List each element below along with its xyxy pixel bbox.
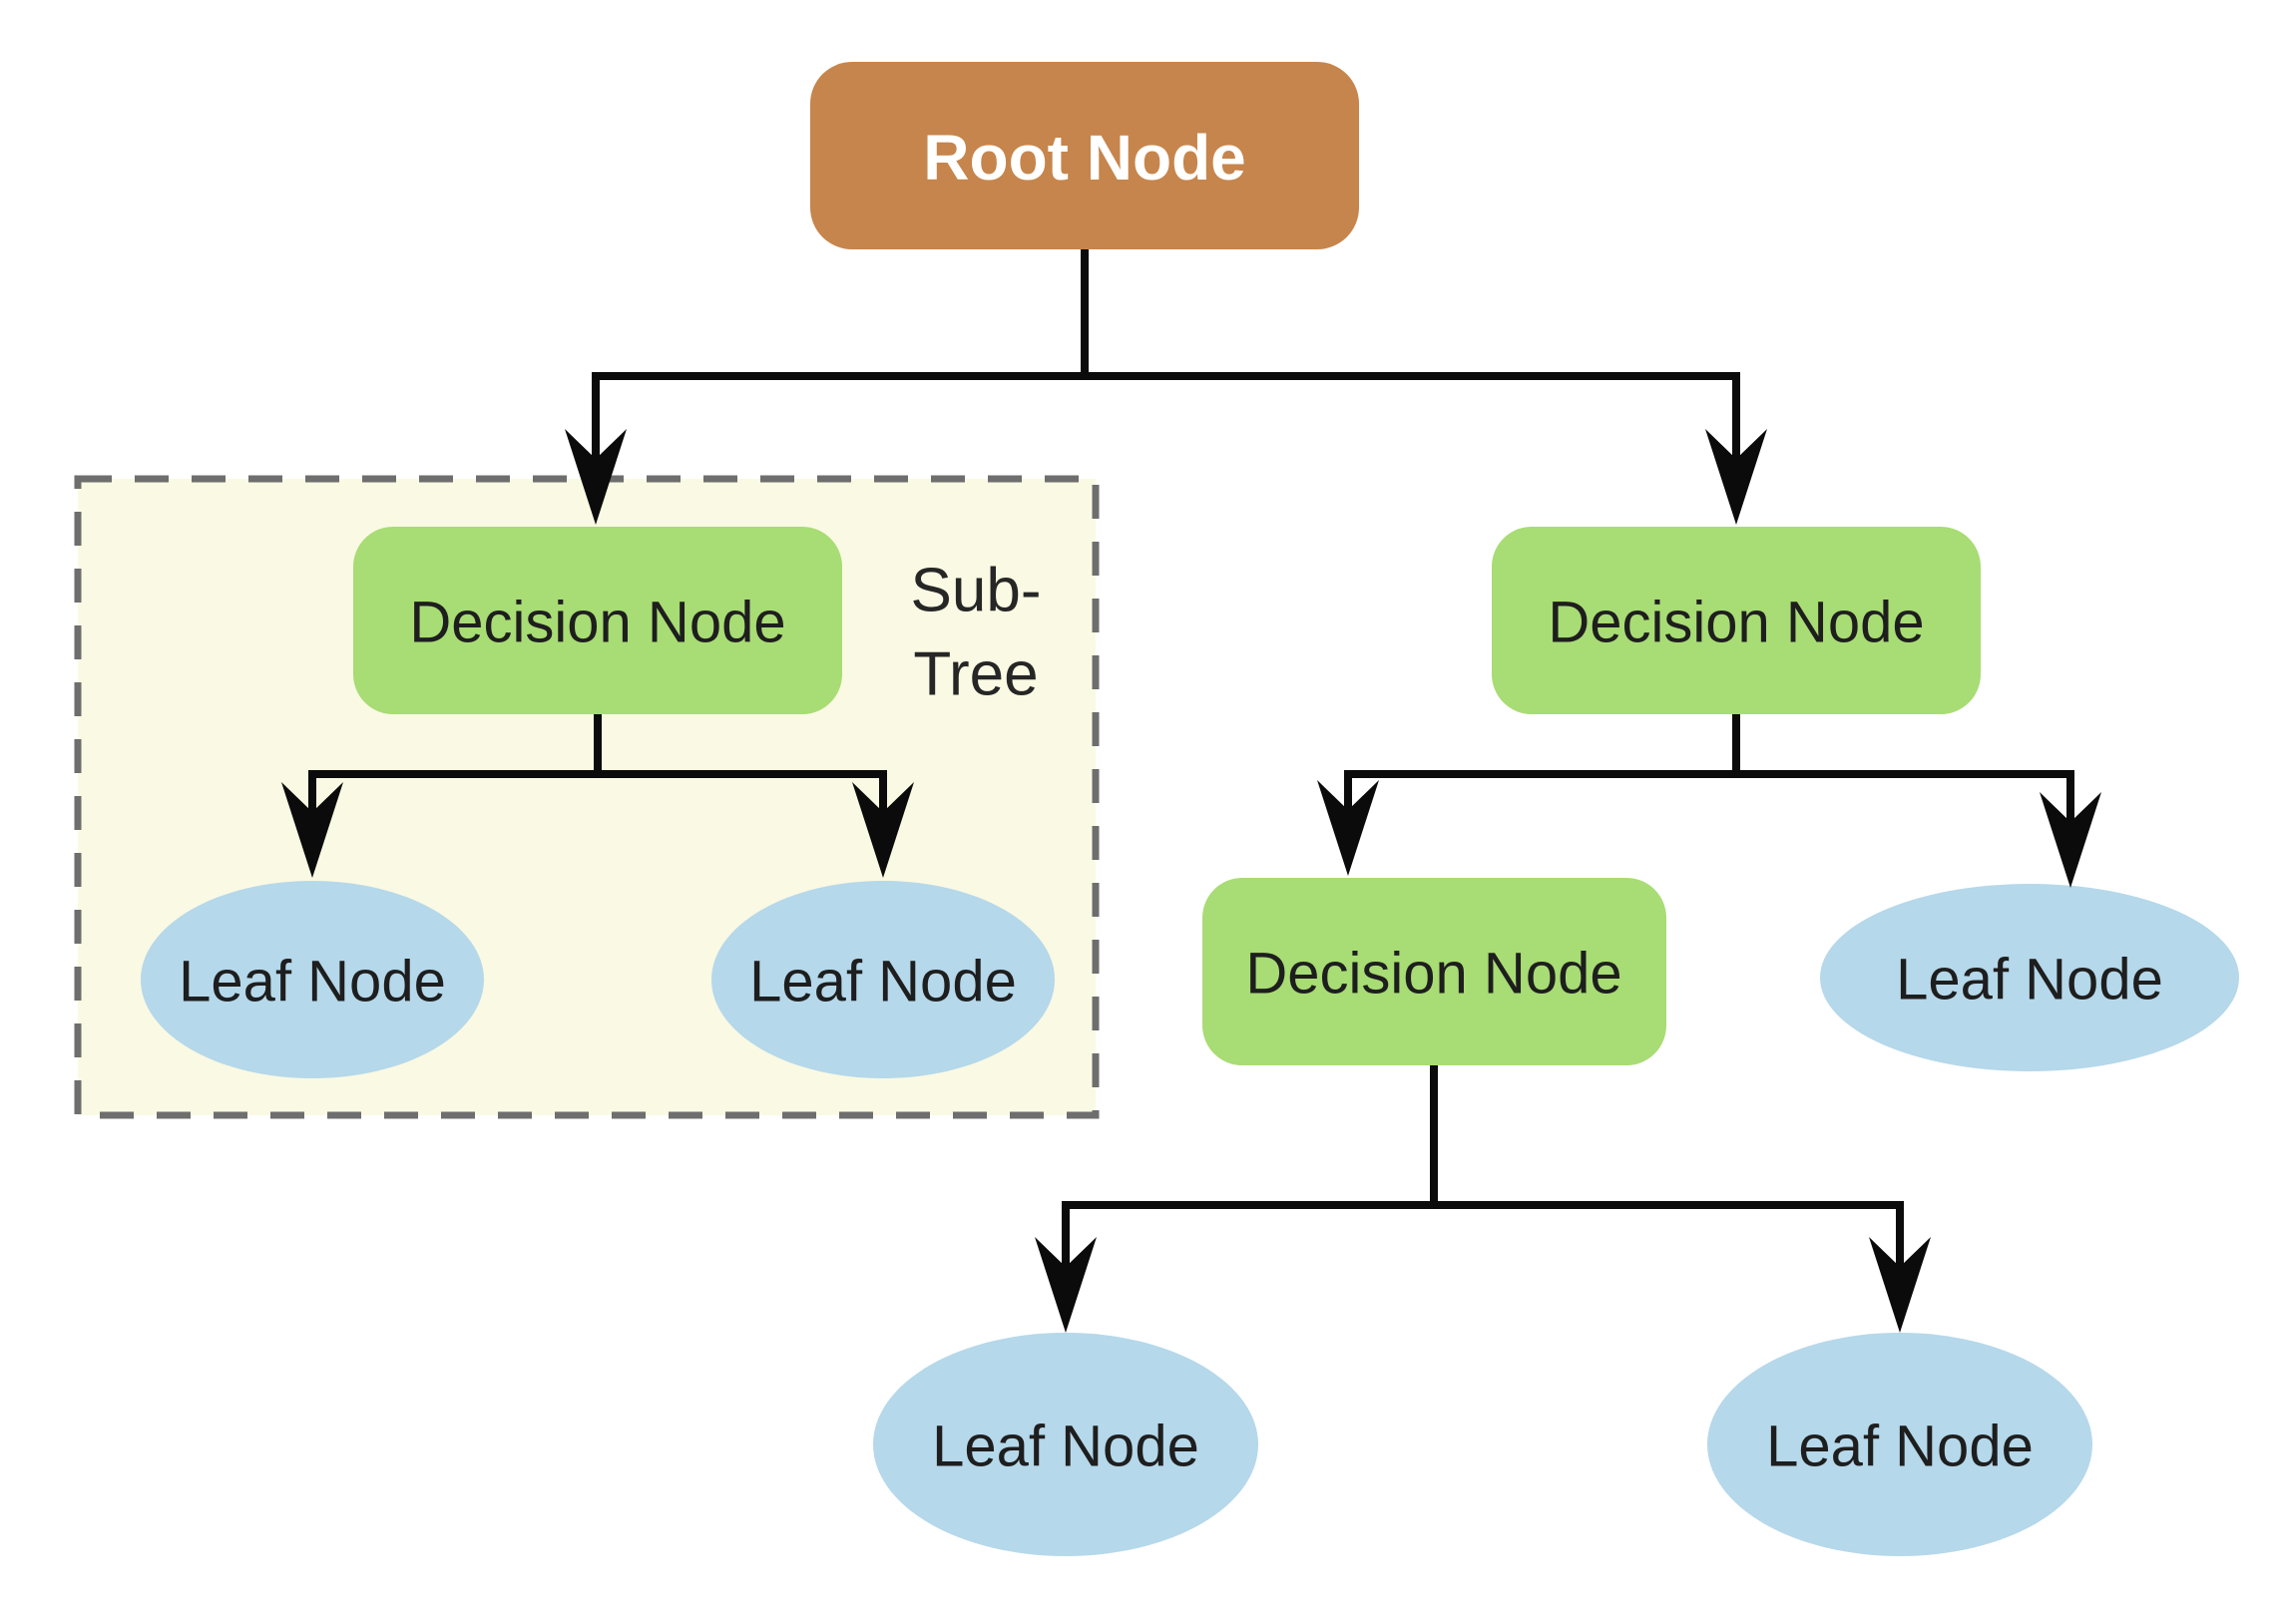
bottom-leaf-left-label: Leaf Node [932, 1415, 1199, 1479]
right-decision-node-label: Decision Node [1548, 591, 1924, 655]
bottom-leaf-right-shape [1707, 1333, 2092, 1556]
nodes-layer: Root Node Decision Node Sub- Tree Leaf N… [141, 62, 2239, 1556]
subtree-decision-node-label: Decision Node [409, 591, 785, 655]
root-node-shape [810, 62, 1359, 249]
subtree-label-line2: Tree [913, 640, 1038, 709]
arrowhead-to-right-leaf [2040, 792, 2101, 888]
arrowhead-to-right-decision [1705, 429, 1767, 525]
right-decision-node-shape [1492, 527, 1981, 714]
bottom-leaf-left-shape [873, 1333, 1258, 1556]
arrowhead-to-bottom-leaf-left [1035, 1237, 1097, 1333]
subtree-leaf-right-shape [711, 881, 1055, 1078]
edge-right-branch-bar [1344, 770, 2074, 830]
arrowhead-to-mid-decision [1317, 780, 1379, 876]
root-node-label: Root Node [923, 122, 1246, 194]
edge-subtree-branch-bar [308, 770, 887, 818]
edge-bottom-branch-bar [1062, 1201, 1904, 1277]
subtree-label-line1: Sub- [911, 557, 1042, 625]
arrowhead-to-subtree-leaf-left [281, 782, 343, 878]
subtree-leaf-left-label: Leaf Node [179, 950, 446, 1015]
right-leaf-label: Leaf Node [1896, 948, 2163, 1013]
right-leaf-shape [1820, 884, 2239, 1071]
mid-decision-node-label: Decision Node [1245, 942, 1621, 1007]
connector-lines [308, 245, 2074, 1277]
bottom-leaf-right-label: Leaf Node [1766, 1415, 2034, 1479]
subtree-decision-node-shape [353, 527, 842, 714]
mid-decision-node-shape [1202, 878, 1666, 1065]
subtree-leaf-left-shape [141, 881, 484, 1078]
arrowheads-layer [281, 429, 2101, 1333]
subtree-leaf-right-label: Leaf Node [749, 950, 1017, 1015]
arrowhead-to-bottom-leaf-right [1869, 1237, 1931, 1333]
edge-root-branch-bar [592, 372, 1740, 467]
arrowhead-to-subtree-leaf-right [852, 782, 914, 878]
arrowhead-to-subtree-decision [565, 429, 627, 525]
